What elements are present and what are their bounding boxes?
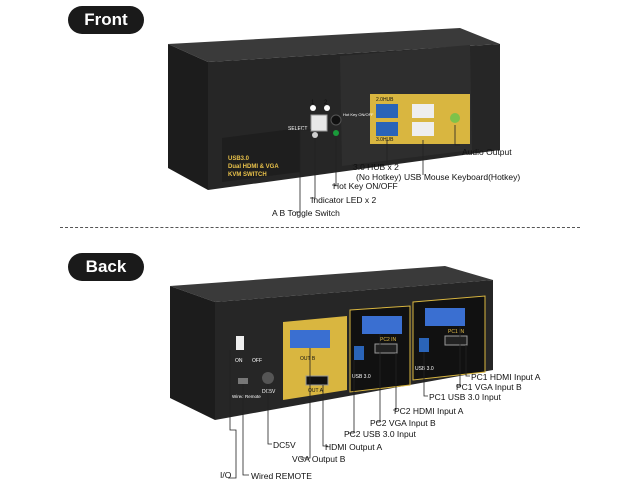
off-label: OFF [252, 358, 262, 364]
callout-io: I/O [220, 470, 232, 480]
back-device [170, 266, 493, 420]
callout-hdmi-output: HDMI Output A [325, 442, 383, 452]
callout-toggle-switch: A B Toggle Switch [272, 208, 340, 218]
callout-pc2-hdmi: PC2 HDMI Input A [394, 406, 464, 416]
callout-indicator-led: Indicator LED x 2 [311, 195, 377, 205]
front-device [168, 28, 500, 190]
callout-pc2-usb: PC2 USB 3.0 Input [344, 429, 416, 439]
back-section-title: Back [68, 253, 144, 281]
dc-jack [262, 372, 274, 384]
usb30-label: 3.0HUB [376, 137, 394, 143]
wired-remote-panel-label: Wired Remote [232, 394, 261, 399]
wired-remote-port [238, 378, 248, 384]
dc-panel-label: DC5V [262, 389, 276, 395]
hotkey-button [330, 114, 342, 126]
front-section-title: Front [68, 6, 144, 34]
out-b-label: OUT B [300, 356, 316, 362]
on-label: ON [235, 358, 243, 364]
usb3-a-label: USB 3.0 [352, 374, 371, 380]
callout-pc1-vga: PC1 VGA Input B [456, 382, 522, 392]
indicator-led-1 [312, 132, 318, 138]
callout-usb-hub: 3.0 HUB x 2 [353, 162, 399, 172]
indicator-led-2 [333, 130, 339, 136]
front-model: Dual HDMI & VGA [228, 164, 279, 170]
out-a-label: OUT A [308, 388, 324, 394]
hotkey-panel-label: Hot Key ON/OFF [343, 112, 374, 117]
section-divider [60, 227, 580, 228]
callout-vga-output: VGA Output B [292, 454, 346, 464]
callout-usb-hub-note: (No Hotkey) [356, 172, 402, 182]
callout-pc1-usb: PC1 USB 3.0 Input [429, 392, 501, 402]
port-1-label: 1 [311, 100, 315, 106]
callout-usb-mouse-keyboard: USB Mouse Keyboard(Hotkey) [404, 172, 521, 182]
callout-dc5v: DC5V [273, 440, 296, 450]
select-label: SELECT [288, 126, 307, 132]
callout-pc2-vga: PC2 VGA Input B [370, 418, 436, 428]
front-brand: USB3.0 [228, 156, 250, 162]
callout-audio-output: Audio Output [462, 147, 512, 157]
port-2-label: 2 [324, 100, 328, 106]
front-device-name: KVM SWITCH [228, 172, 267, 178]
power-switch [236, 336, 244, 350]
callout-wired-remote: Wired REMOTE [251, 471, 312, 481]
usb3-b-label: USB 3.0 [415, 366, 434, 372]
pc1-in-label: PC1 IN [448, 329, 465, 335]
usb20-label: 2.0HUB [376, 97, 394, 103]
audio-jack [450, 113, 460, 123]
pc2-in-label: PC2 IN [380, 337, 397, 343]
select-button [310, 114, 328, 132]
callout-hotkey: Hot Key ON/OFF [333, 181, 398, 191]
callout-pc1-hdmi: PC1 HDMI Input A [471, 372, 541, 382]
